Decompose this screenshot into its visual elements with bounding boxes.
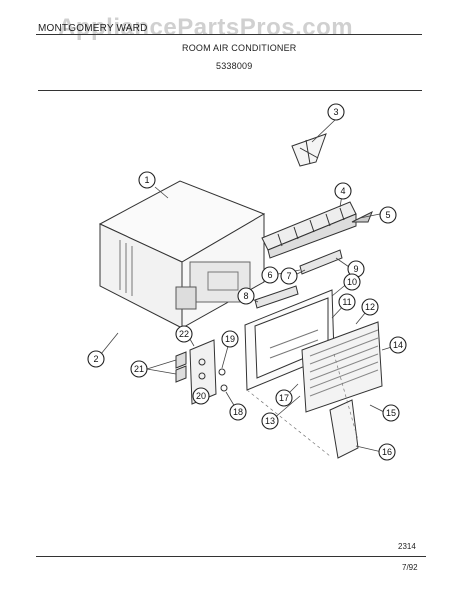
callout-17: 17: [275, 389, 293, 407]
svg-text:3: 3: [333, 107, 338, 117]
svg-text:21: 21: [134, 364, 144, 374]
footer-rule: [36, 556, 426, 557]
callout-21: 21: [130, 360, 148, 378]
svg-text:7: 7: [286, 271, 291, 281]
callout-2: 2: [87, 350, 105, 368]
callout-3: 3: [327, 103, 345, 121]
svg-text:12: 12: [365, 302, 375, 312]
section-rule: [38, 90, 422, 91]
page-number: 2314: [398, 542, 416, 551]
grille-panel-drawing: [301, 321, 383, 413]
svg-text:6: 6: [267, 270, 272, 280]
callout-6: 6: [261, 266, 279, 284]
svg-text:19: 19: [225, 334, 235, 344]
callout-11: 11: [338, 293, 356, 311]
bracket-drawing: [291, 133, 327, 167]
callout-9: 9: [347, 260, 365, 278]
callout-13: 13: [261, 412, 279, 430]
svg-text:22: 22: [179, 329, 189, 339]
louver-bar-drawing: [261, 201, 373, 259]
watermark: AppliancePartsPros.com: [58, 14, 354, 41]
revision-date: 7/92: [402, 563, 418, 572]
cover-drawing: [329, 399, 359, 459]
svg-text:20: 20: [196, 391, 206, 401]
callout-22: 22: [175, 325, 193, 343]
svg-text:10: 10: [347, 277, 357, 287]
front-frame-drawing: [244, 289, 335, 391]
svg-text:1: 1: [144, 175, 149, 185]
callout-7: 7: [280, 267, 298, 285]
cabinet-drawing: [98, 180, 266, 329]
svg-text:2: 2: [93, 354, 98, 364]
svg-text:18: 18: [233, 407, 243, 417]
svg-text:9: 9: [353, 264, 358, 274]
svg-text:8: 8: [243, 291, 248, 301]
brand-label: MONTGOMERY WARD: [38, 23, 148, 34]
callout-15: 15: [382, 404, 400, 422]
callout-10: 10: [343, 273, 361, 291]
svg-text:4: 4: [340, 186, 345, 196]
small-louver-drawing: [254, 249, 343, 309]
svg-text:11: 11: [342, 297, 351, 307]
svg-text:5: 5: [385, 210, 390, 220]
svg-text:15: 15: [386, 408, 396, 418]
diagram-title: ROOM AIR CONDITIONER: [182, 43, 297, 53]
alignment-lines: [246, 353, 359, 457]
callout-20: 20: [192, 387, 210, 405]
model-number: 5338009: [216, 61, 253, 71]
callout-19: 19: [221, 330, 239, 348]
callout-14: 14: [389, 336, 407, 354]
callout-12: 12: [361, 298, 379, 316]
callout-1: 1: [138, 171, 156, 189]
header-rule: [36, 34, 422, 35]
callout-18: 18: [229, 403, 247, 421]
svg-text:17: 17: [279, 393, 289, 403]
svg-text:16: 16: [382, 447, 392, 457]
callout-16: 16: [378, 443, 396, 461]
svg-text:14: 14: [393, 340, 403, 350]
control-panel-drawing: [175, 339, 228, 405]
callout-5: 5: [379, 206, 397, 224]
svg-text:13: 13: [265, 416, 275, 426]
callout-4: 4: [334, 182, 352, 200]
callout-8: 8: [237, 287, 255, 305]
